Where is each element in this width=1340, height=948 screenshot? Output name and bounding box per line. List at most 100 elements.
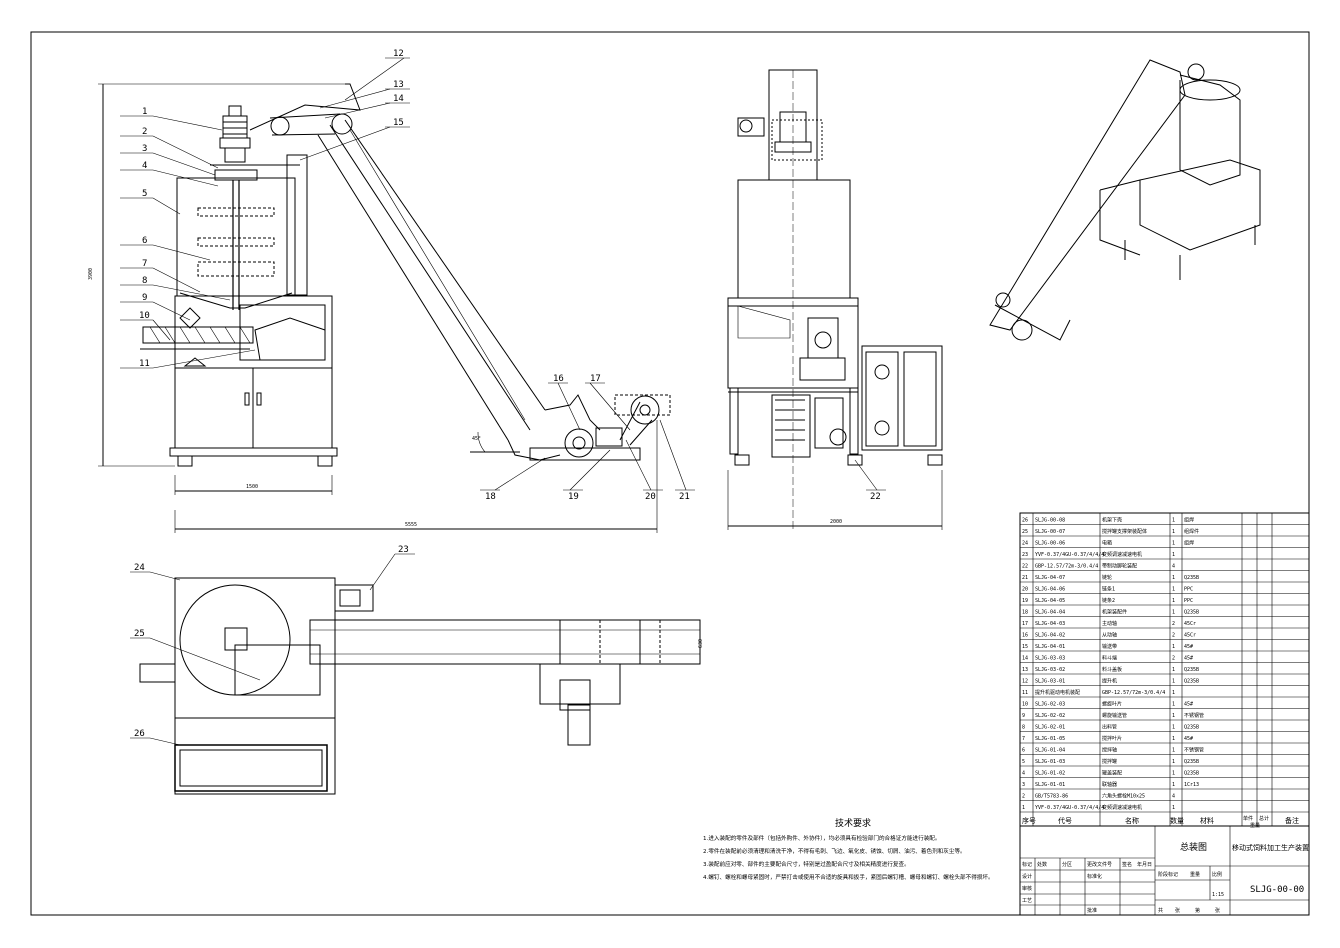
tb-label-total: 共 [1158,907,1163,914]
bom-cell: 1 [1172,748,1175,754]
bom-cell: 20 [1022,587,1028,593]
bom-cell: 11 [1022,690,1028,696]
bom-cell: 26 [1022,518,1028,524]
tech-note-1: 1.进入装配的零件及部件（包括外购件、外协件），均必须具有检验部门的合格证方能进… [703,836,941,842]
bom-cell: 10 [1022,702,1028,708]
dim-side-width: 2000 [830,519,842,525]
bom-cell: GBP-12.57/72m-3/0.4/4 [1035,564,1098,570]
bom-cell: 4 [1172,794,1175,800]
tb-label-standard: 标准化 [1087,873,1102,880]
balloon-labels: 1 2 3 4 5 6 7 8 9 10 11 12 13 14 15 16 1… [134,49,881,739]
bom-cell: 1 [1172,552,1175,558]
tb-label-mark: 标记 [1022,861,1032,868]
bom-cell: GB/T5783-86 [1035,794,1068,800]
bom-cell: Q235B [1184,771,1199,777]
balloon-5: 5 [142,189,147,199]
bom-cell: 1 [1172,702,1175,708]
bom-cell: 搅拌轴 [1102,747,1117,754]
bom-cell: 料斗盖板 [1102,666,1122,673]
bom-cell: 罐盖装配 [1102,770,1122,777]
tech-note-3: 3.装配前应对零、部件的主要配合尺寸，特别是过盈配合尺寸及相关精度进行复查。 [703,862,910,868]
bom-cell: SLJG-04-01 [1035,644,1065,650]
bom-cell: 1 [1172,587,1175,593]
balloon-23: 23 [398,545,409,555]
bom-cell: 输送带 [1102,643,1117,650]
bom-cell: 2 [1022,794,1025,800]
bom-cell: 45# [1184,656,1193,662]
balloon-25: 25 [134,629,145,639]
bom-cell: SLJG-01-02 [1035,771,1065,777]
bom-cell: PPC [1184,587,1193,593]
bom-cell: 45Cr [1184,621,1196,627]
balloon-11: 11 [139,359,150,369]
tb-label-scale: 比例 [1212,871,1222,878]
bom-cell: SLJG-04-05 [1035,598,1065,604]
bom-cell: 机架下壳 [1102,517,1122,524]
bom-cell: 22 [1022,564,1028,570]
bom-cell: SLJG-01-05 [1035,736,1065,742]
bom-cell: 链条2 [1102,597,1115,604]
tb-label-change-no: 更改文件号 [1087,861,1112,868]
bom-cell: SLJG-01-04 [1035,748,1065,754]
bom-header-cell: 序号 [1022,816,1036,825]
bom-cell: 不锈钢管 [1184,747,1204,754]
balloon-14: 14 [393,94,404,104]
bom-cell: 提升机驱动电机装配 [1035,689,1080,696]
balloon-3: 3 [142,144,147,154]
bom-cell: 1 [1172,518,1175,524]
bom-cell: Q235B [1184,610,1199,616]
bom-header-cell: 数量 [1170,816,1184,825]
bom-cell: 25 [1022,529,1028,535]
bom-cell: 1 [1172,610,1175,616]
balloon-20: 20 [645,492,656,502]
bom-cell: SLJG-01-03 [1035,759,1065,765]
bom-cell: Q235B [1184,759,1199,765]
bom-header-cell: 备注 [1285,816,1299,825]
bom-cell: 23 [1022,552,1028,558]
bom-cell: 组焊件 [1184,528,1199,535]
bom-cell: Q235B [1184,575,1199,581]
bom-header-cell: 名称 [1125,816,1139,825]
dim-belt-width: 630 [698,639,704,648]
tb-label-sheets: 张 [1175,907,1180,914]
tb-label-design: 设计 [1022,873,1032,880]
bom-cell: 21 [1022,575,1028,581]
bom-cell: 1 [1172,667,1175,673]
bom-cell: GBP-12.57/72m-3/0.4/4 [1102,690,1165,696]
tb-label-count: 处数 [1037,861,1047,868]
balloon-21: 21 [679,492,690,502]
bom-cell: 24 [1022,541,1028,547]
bom-cell: 19 [1022,598,1028,604]
bom-cell: 6 [1022,748,1025,754]
scale-value: 1:15 [1212,892,1224,898]
balloon-24: 24 [134,563,145,573]
bom-cell: 5 [1022,759,1025,765]
title-block-text: 总装图 移动式饲料加工生产装置 SLJG-00-00 1:15 标记 处数 分区… [1022,841,1309,914]
bom-cell: 1 [1172,736,1175,742]
bom-cell: SLJG-04-03 [1035,621,1065,627]
tb-label-zone: 分区 [1062,861,1072,868]
bom-header-cell: 单件 [1243,815,1253,822]
bom-cell: 45# [1184,702,1193,708]
bom-cell: 1 [1172,782,1175,788]
bom-cell: 1 [1172,759,1175,765]
tb-label-approve: 批准 [1087,907,1097,914]
bom-cell: SLJG-01-01 [1035,782,1065,788]
bom-cell: 带制动脚轮装配 [1102,563,1137,570]
bom-cell: 17 [1022,621,1028,627]
bom-cell: 搅拌罐 [1102,758,1117,765]
bom-cell: 联轴器 [1102,781,1117,788]
bom-cell: 1 [1172,725,1175,731]
balloon-19: 19 [568,492,579,502]
tb-label-sheet: 张 [1215,907,1220,914]
tb-label-page: 第 [1195,907,1200,914]
balloon-10: 10 [139,311,150,321]
bom-cell: SLJG-00-06 [1035,541,1065,547]
bom-cell: SLJG-02-03 [1035,702,1065,708]
bom-cell: 电箱 [1102,540,1112,547]
bom-cell: 不锈钢管 [1184,712,1204,719]
bom-cell: SLJG-02-02 [1035,713,1065,719]
bom-cell: 1 [1172,679,1175,685]
bom-cell: 1 [1022,805,1025,811]
